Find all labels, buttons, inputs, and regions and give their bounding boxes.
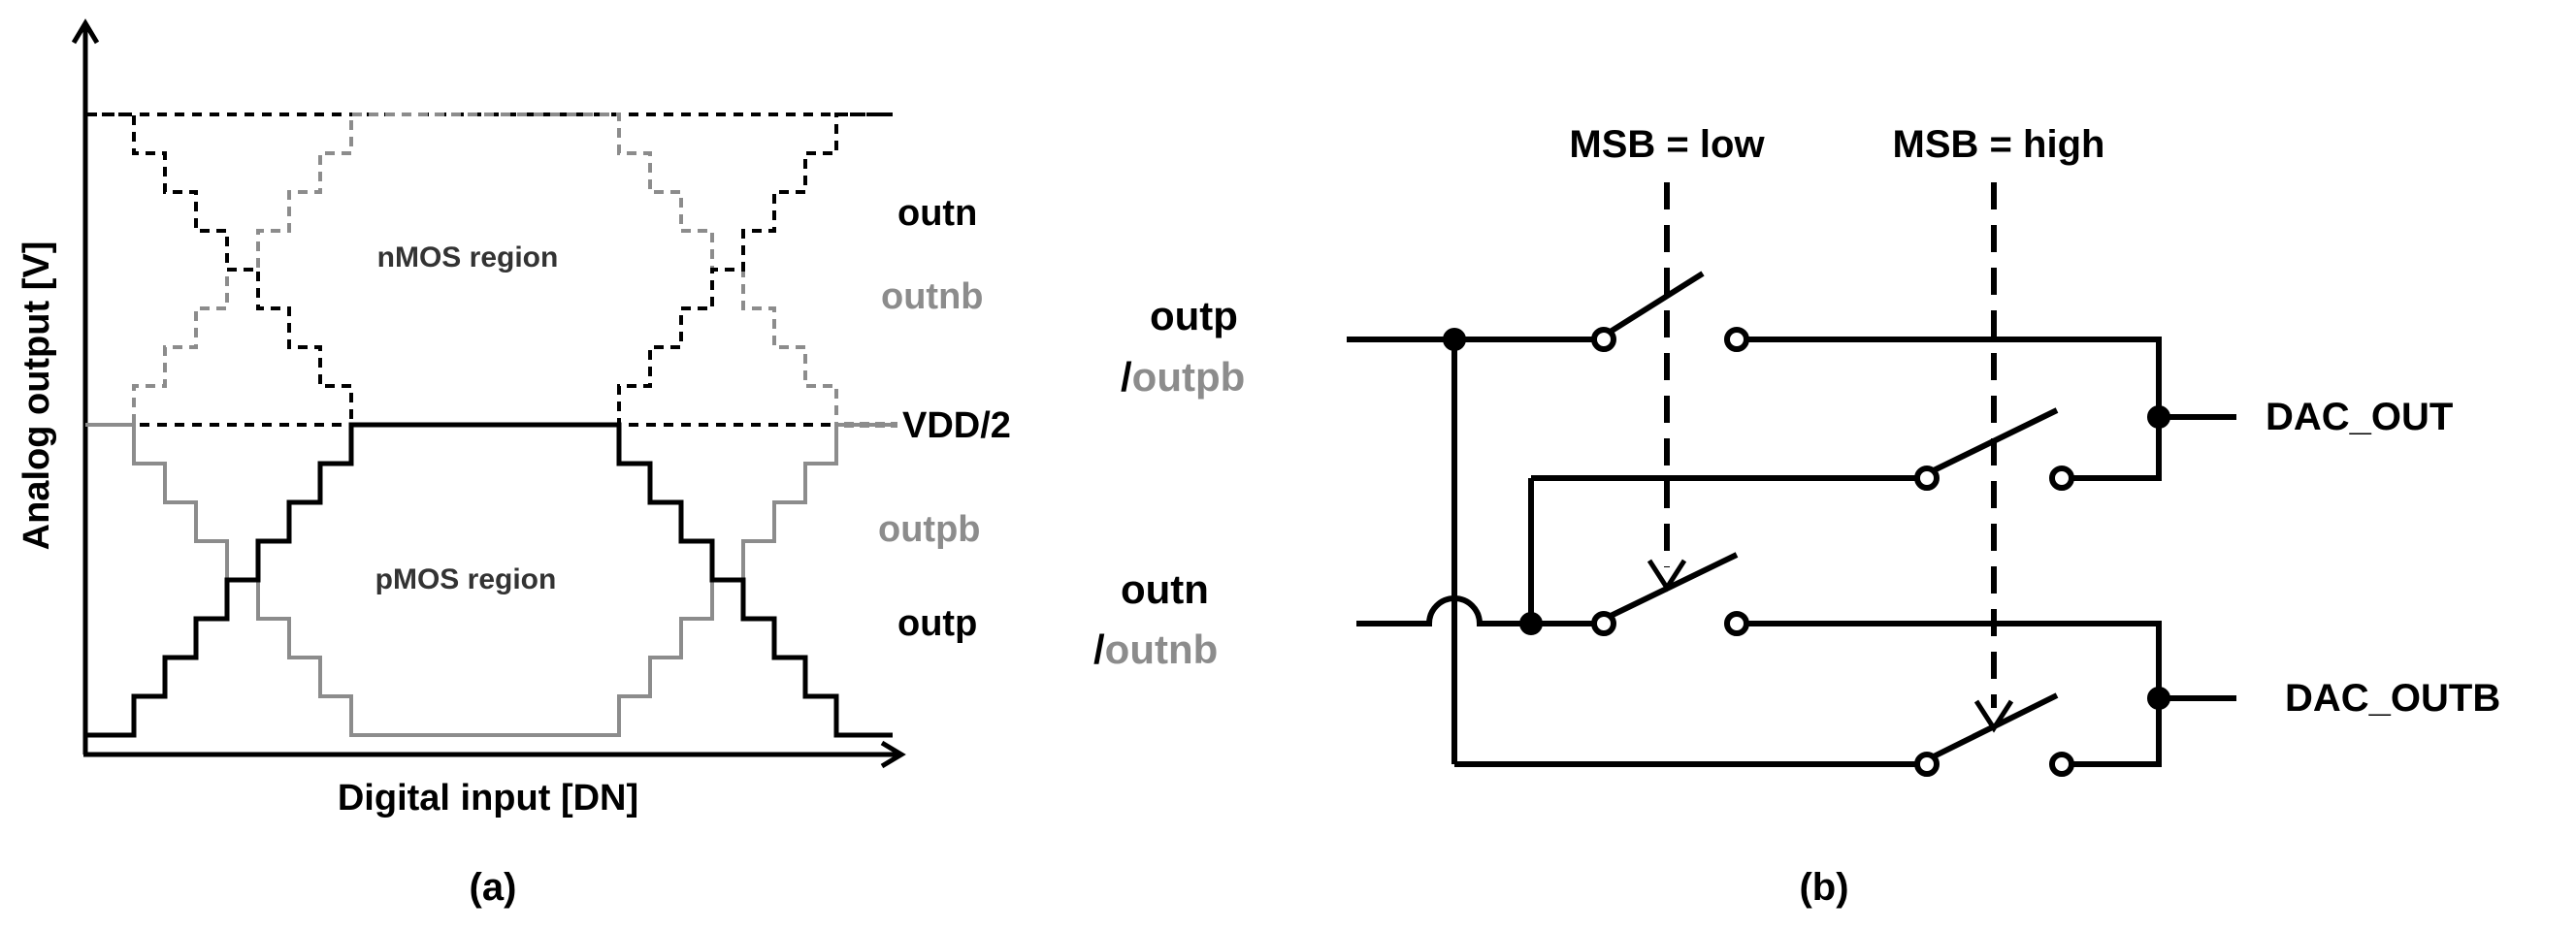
outnb-series-label: outnb [881, 276, 984, 317]
junction-dac-outb [2147, 687, 2170, 710]
msb-high-label: MSB = high [1893, 123, 2105, 166]
y-axis-arrow [71, 18, 100, 45]
msb-high-arrowhead [1973, 699, 2014, 733]
panel-b-labels: MSB = low MSB = high outp /outpb outn /o… [1093, 123, 2500, 909]
junction-top-left [1443, 328, 1466, 351]
caption-b: (b) [1799, 866, 1848, 909]
input-top-line1: outp [1150, 293, 1238, 338]
out-wire-sw2 [2071, 417, 2162, 481]
pmos-region-label: pMOS region [375, 563, 557, 595]
input-top-line2: /outpb [1121, 354, 1245, 400]
input-top-sub: outpb [1132, 354, 1246, 400]
vdd-half-label: VDD/2 [902, 405, 1011, 446]
outpb-series-label: outpb [878, 509, 981, 550]
x-axis-label: Digital input [DN] [338, 778, 638, 819]
outp-series-label: outp [897, 603, 977, 644]
nmos-region-label: nMOS region [377, 241, 559, 273]
input-bottom-line2: /outnb [1093, 626, 1218, 672]
input-wire-bottom-with-crossover [1356, 595, 1599, 626]
input-bottom-line1: outn [1121, 566, 1209, 612]
msb-low-label: MSB = low [1569, 123, 1765, 166]
out-wire-sw1 [1746, 337, 2162, 417]
panel-b [1347, 182, 2236, 777]
input-bottom-slash: / [1093, 626, 1105, 672]
out-wire-sw3 [1746, 621, 2162, 698]
outp-trace [85, 422, 893, 738]
msb-low-arrowhead [1647, 559, 1687, 593]
dac-out-label: DAC_OUT [2266, 396, 2453, 438]
y-axis-label: Analog output [V] [16, 241, 57, 551]
panel-a: nMOS region pMOS region outn outnb VDD/2… [16, 18, 1011, 909]
outnb-trace [85, 112, 893, 427]
switch-msb-low-bottom [1591, 552, 1749, 636]
input-top-slash: / [1121, 354, 1132, 400]
caption-a: (a) [470, 866, 517, 909]
junction-dac-out [2147, 405, 2170, 429]
x-axis-arrow [880, 740, 906, 769]
outpb-trace [85, 423, 893, 737]
junction-bottom-left [1519, 612, 1543, 635]
input-bottom-sub: outnb [1105, 626, 1219, 672]
out-wire-sw4 [2071, 698, 2162, 767]
switch-msb-low-top [1591, 271, 1749, 352]
axes [71, 18, 906, 769]
outn-series-label: outn [897, 193, 977, 234]
dac-outb-label: DAC_OUTB [2285, 677, 2500, 720]
